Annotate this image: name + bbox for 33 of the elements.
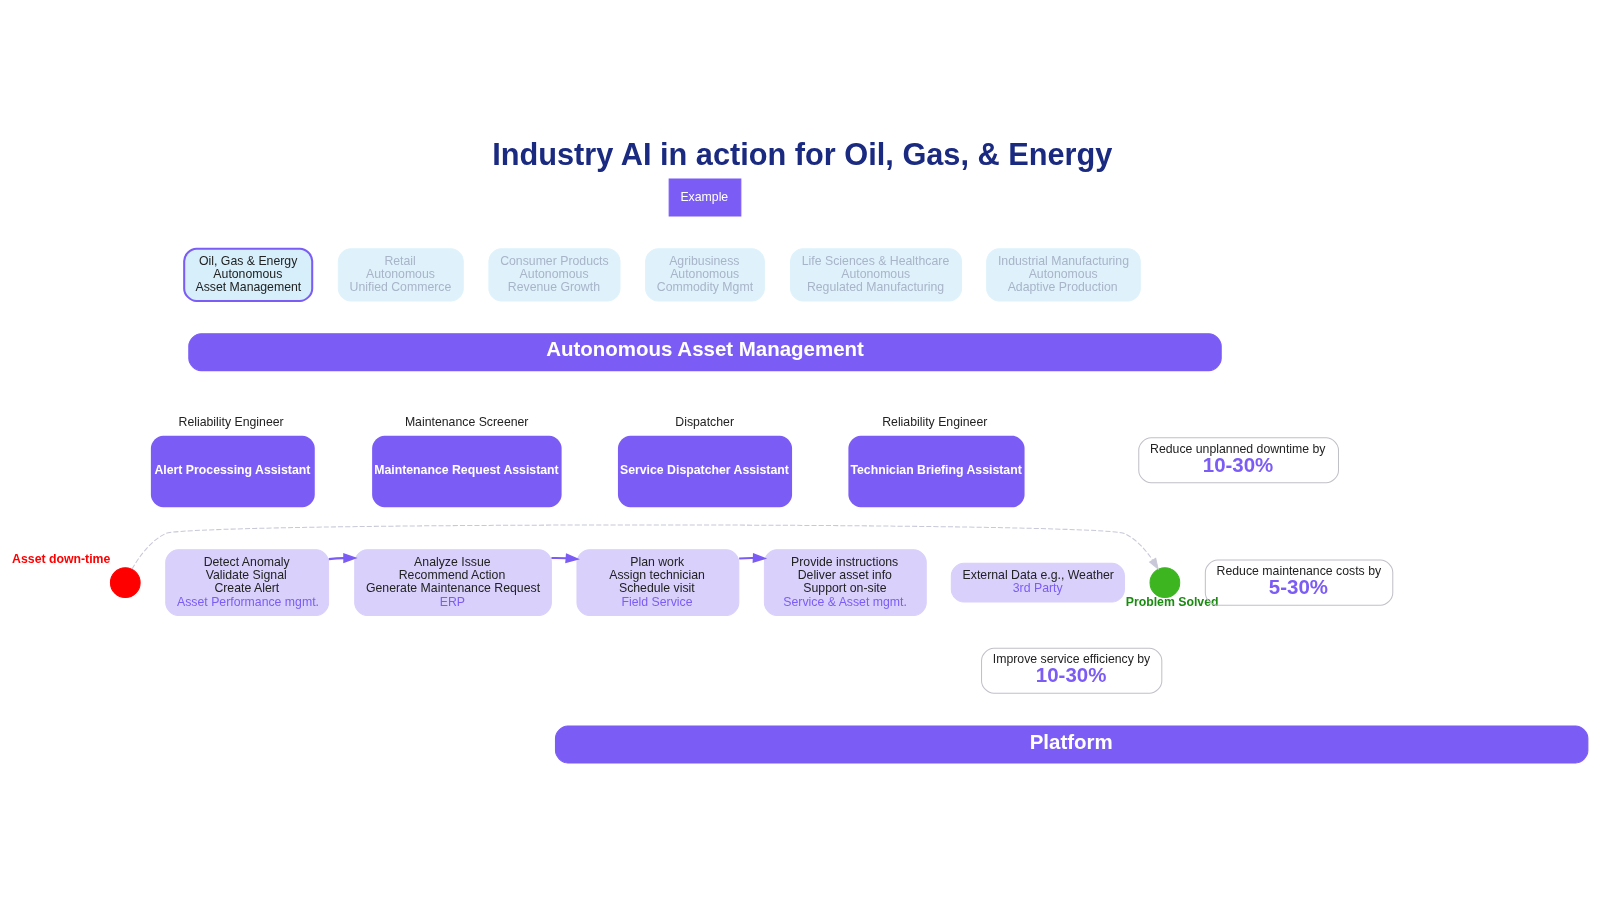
node-box: Autonomous Asset Management [188,333,1222,372]
node-box: Improve service efficiency by 10-30% [981,647,1163,694]
node-box: Industrial Manufacturing Autonomous Adaptive Production [986,248,1141,302]
node-box: Life Sciences & Healthcare Autonomous Regulated Manufacturing [790,248,963,302]
node-box: Alert Processing Assistant [150,435,315,508]
node-box: External Data e.g., Weather 3rd Party [950,562,1125,603]
node-box: Example [668,178,742,217]
node-circle [109,567,141,598]
node-box: Plan work Assign technician Schedule visit Field Service [576,549,740,616]
node-box: Service Dispatcher Assistant [617,435,793,508]
node-box: Platform [554,725,1589,764]
arrow [551,553,580,564]
node-box: Analyze Issue Recommend Action Generate Maintenance Request ERP [354,549,552,616]
node-label: Maintenance Screener [404,415,529,430]
node-label: Reliability Engineer [178,415,284,430]
node-box: Detect Anomaly Validate Signal Create Alert Asset Performance mgmt. [165,549,330,616]
node-box: Agribusiness Autonomous Commodity Mgmt [645,248,765,302]
node-box: Reduce unplanned downtime by 10-30% [1138,437,1339,484]
node-box: Consumer Products Autonomous Revenue Growth [488,248,621,302]
node-box: Technician Briefing Assistant [848,435,1025,508]
node-box: Oil, Gas & Energy Autonomous Asset Management [183,247,314,302]
arrow [131,524,1159,571]
arrow [328,553,358,564]
node-label: Dispatcher [675,415,734,430]
node-box: Provide instructions Deliver asset info Support on-site Service & Asset mgmt. [763,549,927,616]
node-circle [1149,567,1181,598]
node-label: Asset down-time [12,552,111,567]
node-label: Problem Solved [1125,595,1219,610]
node-box: Maintenance Request Assistant [372,435,562,508]
arrow [739,553,768,564]
node-label: Reliability Engineer [882,415,988,430]
node-box: Retail Autonomous Unified Commerce [337,248,464,302]
diagram-title: Industry AI in action for Oil, Gas, & Energy [492,136,1113,172]
